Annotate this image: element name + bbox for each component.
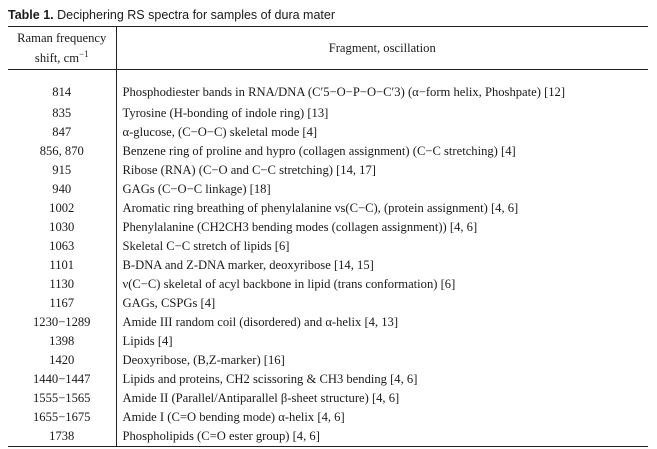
fragment-cell: GAGs (C−O−C linkage) [18]	[122, 182, 271, 196]
table-row: 915 Ribose (RNA) (C−O and C−C stretching)…	[8, 161, 648, 180]
fragment-cell: Amide I (C=O bending mode) α-helix [4, 6…	[122, 410, 345, 424]
frequency-cell: 1555−1565	[8, 389, 117, 408]
table-row: 1420 Deoxyribose, (B,Z-marker) [16]	[8, 351, 648, 370]
fragment-cell: B-DNA and Z-DNA marker, deoxyribose [14,…	[122, 258, 374, 272]
fragment-cell: Amide II (Parallel/Antiparallel β-sheet …	[122, 391, 400, 405]
table-row: 1167 GAGs, CSPGs [4]	[8, 294, 648, 313]
frequency-cell: 1440−1447	[8, 370, 117, 389]
table-row: 940 GAGs (C−O−C linkage) [18]	[8, 180, 648, 199]
fragment-cell: Aromatic ring breathing of phenylalanine…	[122, 201, 519, 215]
table-row: 814 Phosphodiester bands in RNA/DNA (C′5−…	[8, 69, 648, 104]
column-header-frequency-unit: −1	[79, 48, 89, 59]
frequency-cell: 1398	[8, 332, 117, 351]
table-body: 814 Phosphodiester bands in RNA/DNA (C′5−…	[8, 69, 648, 447]
frequency-cell: 1030	[8, 218, 117, 237]
frequency-cell: 1420	[8, 351, 117, 370]
table-row: 1030 Phenylalanine (CH2CH3 bending modes …	[8, 218, 648, 237]
table-row: 1555−1565 Amide II (Parallel/Antiparallel…	[8, 389, 648, 408]
table-caption: Table 1. Deciphering RS spectra for samp…	[8, 7, 335, 23]
frequency-cell: 1101	[8, 256, 117, 275]
fragment-cell: Amide III random coil (disordered) and α…	[122, 315, 399, 329]
frequency-cell: 847	[8, 123, 117, 142]
table-row: 1101 B-DNA and Z-DNA marker, deoxyribose …	[8, 256, 648, 275]
fragment-cell: Tyrosine (H-bonding of indole ring) [13]	[122, 106, 329, 120]
fragment-cell: Phospholipids (C=O ester group) [4, 6]	[116, 427, 648, 447]
column-header-fragment: Fragment, oscillation	[116, 26, 648, 70]
column-header-frequency-line2: shift, cm	[34, 51, 79, 66]
fragment-cell: Benzene ring of proline and hypro (colla…	[122, 144, 516, 158]
table-row: 1130 ν(C−C) skeletal of acyl backbone in …	[8, 275, 648, 294]
table-row: 835 Tyrosine (H-bonding of indole ring) […	[8, 104, 648, 123]
frequency-cell: 1738	[8, 427, 117, 447]
table-row: 1398 Lipids [4]	[8, 332, 648, 351]
frequency-cell: 1167	[8, 294, 117, 313]
table-row: 1002 Aromatic ring breathing of phenylala…	[8, 199, 648, 218]
fragment-cell: ν(C−C) skeletal of acyl backbone in lipi…	[122, 277, 456, 291]
fragment-cell: Lipids [4]	[122, 334, 173, 348]
fragment-cell: Lipids and proteins, CH2 scissoring & CH…	[122, 372, 418, 386]
column-header-frequency-line1: Raman frequency	[17, 30, 107, 45]
raman-table: Raman frequency shift, cm−1 Fragment, os…	[8, 26, 648, 447]
table-caption-label: Table 1.	[8, 8, 54, 22]
table-header-row: Raman frequency shift, cm−1 Fragment, os…	[8, 26, 648, 70]
fragment-cell: Phosphodiester bands in RNA/DNA (C′5−O−P…	[122, 85, 566, 99]
fragment-cell: Phenylalanine (CH2CH3 bending modes (col…	[122, 220, 478, 234]
table-row: 1655−1675 Amide I (C=O bending mode) α-he…	[8, 408, 648, 427]
frequency-cell: 1130	[8, 275, 117, 294]
fragment-cell: GAGs, CSPGs [4]	[122, 296, 216, 310]
frequency-cell: 1655−1675	[8, 408, 117, 427]
fragment-cell: Ribose (RNA) (C−O and C−C stretching) [1…	[122, 163, 376, 177]
table-row: 856, 870 Benzene ring of proline and hypr…	[8, 142, 648, 161]
frequency-cell: 835	[8, 104, 117, 123]
fragment-cell: α-glucose, (C−O−C) skeletal mode [4]	[122, 125, 318, 139]
table-row: 847 α-glucose, (C−O−C) skeletal mode [4]	[8, 123, 648, 142]
fragment-cell: Deoxyribose, (B,Z-marker) [16]	[122, 353, 285, 367]
frequency-cell: 940	[8, 180, 117, 199]
frequency-cell: 1063	[8, 237, 117, 256]
fragment-cell: Skeletal C−C stretch of lipids [6]	[122, 239, 290, 253]
frequency-cell: 1230−1289	[8, 313, 117, 332]
frequency-cell: 915	[8, 161, 117, 180]
table-row: 1230−1289 Amide III random coil (disorder…	[8, 313, 648, 332]
table-caption-title: Deciphering RS spectra for samples of du…	[53, 8, 335, 22]
table-row: 1063 Skeletal C−C stretch of lipids [6]	[8, 237, 648, 256]
frequency-cell: 1002	[8, 199, 117, 218]
frequency-cell: 856, 870	[8, 142, 117, 161]
table-row: 1440−1447 Lipids and proteins, CH2 scisso…	[8, 370, 648, 389]
column-header-frequency: Raman frequency shift, cm−1	[8, 26, 117, 70]
frequency-cell: 814	[8, 69, 117, 104]
